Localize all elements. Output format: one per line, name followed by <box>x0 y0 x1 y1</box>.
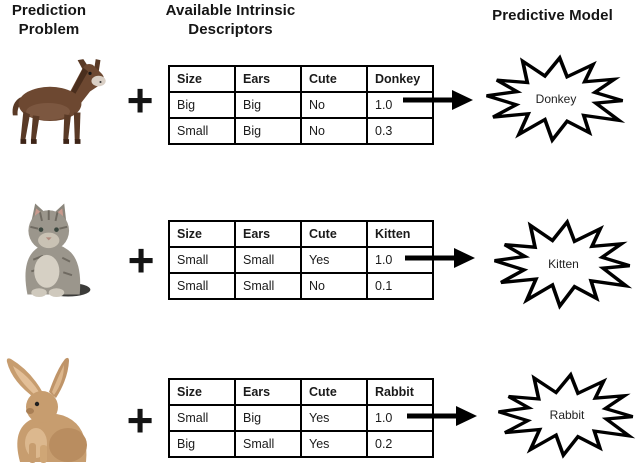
table-cell: Small <box>168 246 236 274</box>
table-cell-score: 0.2 <box>366 430 434 458</box>
table-row: Big Small Yes 0.2 <box>168 430 434 458</box>
header-predictive-model: Predictive Model <box>492 7 613 24</box>
table-header-row: Size Ears Cute Donkey <box>168 65 434 93</box>
table-header-cell: Ears <box>234 65 302 93</box>
model-label: Donkey <box>535 92 577 106</box>
table-cell-score: 0.3 <box>366 117 434 145</box>
header-prediction-problem: Prediction Problem <box>11 2 87 38</box>
kitten-image <box>10 200 102 300</box>
table-header-cell: Size <box>168 220 236 248</box>
explosion-shape <box>493 218 633 310</box>
table-cell: Small <box>168 404 236 432</box>
table-cell-score: 1.0 <box>366 91 434 119</box>
table-cell: Big <box>168 91 236 119</box>
table-cell: No <box>300 91 368 119</box>
table-cell: Big <box>168 430 236 458</box>
table-header-cell: Cute <box>300 65 368 93</box>
right-arrow-icon <box>406 405 478 432</box>
descriptor-table-donkey: Size Ears Cute Donkey Big Big No 1.0 Sma… <box>168 65 434 145</box>
table-cell: Small <box>234 430 302 458</box>
donkey-image <box>10 57 110 147</box>
table-cell: Yes <box>300 430 368 458</box>
table-row: Small Big No 0.3 <box>168 117 434 145</box>
right-arrow-icon <box>402 89 474 116</box>
table-header-cell: Ears <box>234 220 302 248</box>
plus-sign: + <box>126 74 154 126</box>
table-header-row: Size Ears Cute Rabbit <box>168 378 434 406</box>
explosion-shape <box>497 371 636 459</box>
table-cell: Small <box>168 272 236 300</box>
table-row: Big Big No 1.0 <box>168 91 434 119</box>
table-cell: Big <box>234 404 302 432</box>
explosion-shape <box>486 54 626 144</box>
table-cell: Small <box>234 246 302 274</box>
table-header-cell: Cute <box>300 378 368 406</box>
model-label: Rabbit <box>549 408 585 422</box>
table-header-cell: Cute <box>300 220 368 248</box>
table-cell: No <box>300 272 368 300</box>
explosion-burst-rabbit: Rabbit <box>494 370 640 460</box>
table-header-cell-target: Kitten <box>366 220 434 248</box>
table-header-cell-target: Rabbit <box>366 378 434 406</box>
table-cell: Small <box>234 272 302 300</box>
table-row: Small Big Yes 1.0 <box>168 404 434 432</box>
table-header-cell-target: Donkey <box>366 65 434 93</box>
table-header-cell: Ears <box>234 378 302 406</box>
table-cell: Big <box>234 117 302 145</box>
table-row: Small Small No 0.1 <box>168 272 434 300</box>
table-row: Small Small Yes 1.0 <box>168 246 434 274</box>
rabbit-image <box>2 357 97 464</box>
table-cell: Small <box>168 117 236 145</box>
table-header-row: Size Ears Cute Kitten <box>168 220 434 248</box>
descriptor-table-rabbit: Size Ears Cute Rabbit Small Big Yes 1.0 … <box>168 378 434 458</box>
table-cell: Yes <box>300 246 368 274</box>
header-available-intrinsic-descriptors: Available Intrinsic Descriptors <box>165 2 296 38</box>
table-cell-score: 1.0 <box>366 246 434 274</box>
table-cell-score: 0.1 <box>366 272 434 300</box>
explosion-burst-donkey: Donkey <box>482 53 630 145</box>
table-header-cell: Size <box>168 378 236 406</box>
table-cell: Big <box>234 91 302 119</box>
table-header-cell: Size <box>168 65 236 93</box>
explosion-burst-kitten: Kitten <box>490 217 637 311</box>
model-label: Kitten <box>548 257 579 271</box>
right-arrow-icon <box>404 247 476 274</box>
table-cell: Yes <box>300 404 368 432</box>
descriptor-table-kitten: Size Ears Cute Kitten Small Small Yes 1.… <box>168 220 434 300</box>
plus-sign: + <box>126 394 154 446</box>
plus-sign: + <box>127 234 155 286</box>
table-cell: No <box>300 117 368 145</box>
